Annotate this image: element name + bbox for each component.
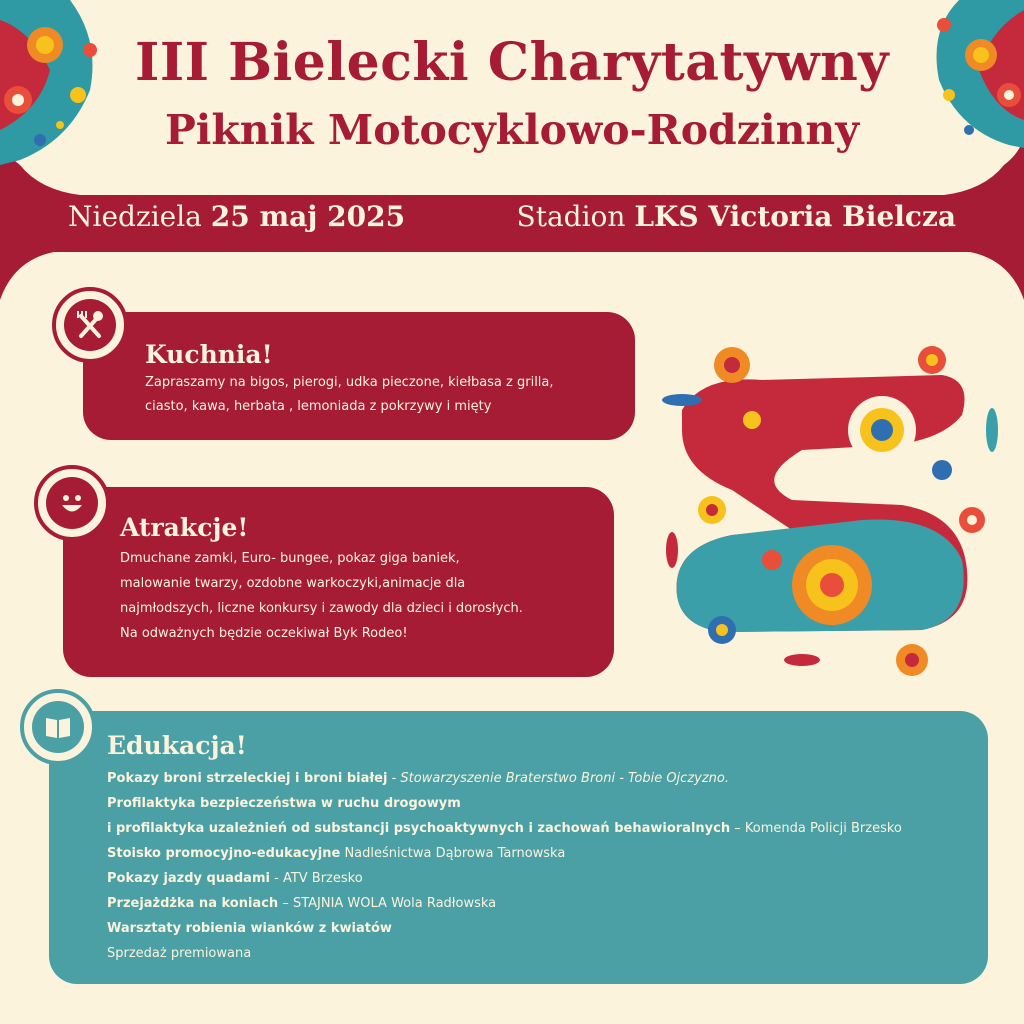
edukacja-list-item: Warsztaty robienia wianków z kwiatów xyxy=(107,921,392,936)
edukacja-list-item: i profilaktyka uzależnień od substancji … xyxy=(107,821,902,836)
folk-art-motorcycle-illustration xyxy=(662,346,998,676)
edukacja-list-item: Pokazy broni strzeleckiej i broni białej… xyxy=(107,771,729,786)
edukacja-list-item: Pokazy jazdy quadami - ATV Brzesko xyxy=(107,871,363,886)
atrakcje-badge xyxy=(34,465,110,541)
kuchnia-badge xyxy=(52,287,128,363)
atrakcje-title: Atrakcje! xyxy=(120,513,249,542)
atrakcje-card: Atrakcje! Dmuchane zamki, Euro- bungee, … xyxy=(63,487,614,677)
edukacja-list-item: Stoisko promocyjno-edukacyjne Nadleśnict… xyxy=(107,846,566,861)
fork-knife-icon xyxy=(77,311,103,338)
folk-flower-corner-right xyxy=(936,0,1024,148)
page-subtitle: Piknik Motocyklowo-Rodzinny xyxy=(164,106,860,154)
folk-flower-corner-left xyxy=(0,0,97,165)
kuchnia-card: Kuchnia! Zapraszamy na bigos, pierogi, u… xyxy=(83,312,635,440)
smiley-icon xyxy=(62,495,82,512)
edukacja-list: Pokazy broni strzeleckiej i broni białej… xyxy=(107,766,968,966)
header-banner xyxy=(0,130,1024,300)
edukacja-title: Edukacja! xyxy=(107,731,247,760)
event-venue-value: LKS Victoria Bielcza xyxy=(634,200,956,233)
event-date-value: 25 maj 2025 xyxy=(210,200,406,233)
atrakcje-text: Dmuchane zamki, Euro- bungee, pokaz giga… xyxy=(120,551,523,641)
edukacja-card: Edukacja! Pokazy broni strzeleckiej i br… xyxy=(49,711,988,984)
edukacja-list-item: Sprzedaż premiowana xyxy=(107,946,252,961)
edukacja-list-item: Profilaktyka bezpieczeństwa w ruchu drog… xyxy=(107,796,461,811)
book-icon xyxy=(46,718,70,738)
edukacja-badge xyxy=(20,689,96,765)
edukacja-list-item: Przejażdżka na koniach – STAJNIA WOLA Wo… xyxy=(107,896,497,911)
event-venue: Stadion LKS Victoria Bielcza xyxy=(516,200,956,233)
event-date: Niedziela 25 maj 2025 xyxy=(68,200,406,233)
kuchnia-text: Zapraszamy na bigos, pierogi, udka piecz… xyxy=(145,375,554,414)
page-title: III Bielecki Charytatywny xyxy=(135,32,889,93)
kuchnia-title: Kuchnia! xyxy=(145,340,273,369)
